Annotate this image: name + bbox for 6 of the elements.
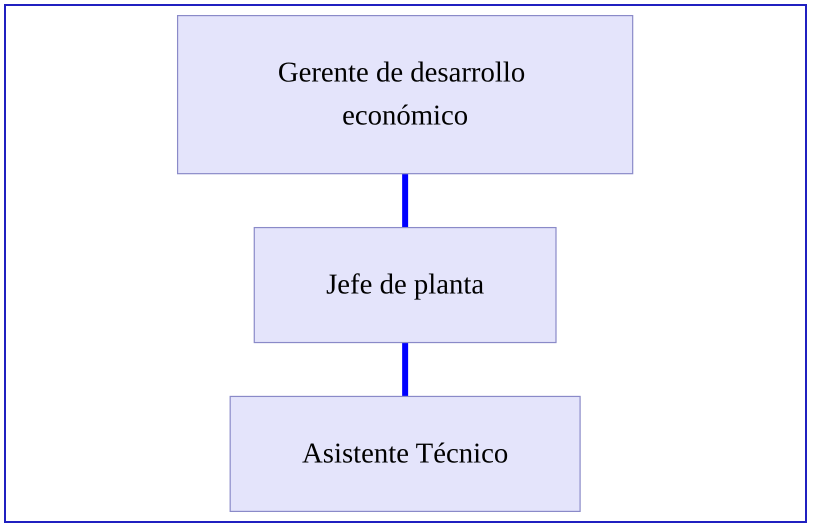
node-box xyxy=(254,226,557,344)
node-box xyxy=(230,396,582,512)
connector xyxy=(402,174,408,228)
node-box xyxy=(177,15,634,174)
connector xyxy=(402,342,408,396)
frame-border: Gerente de desarrollo económico Jefe de planta Asistente Técnico xyxy=(4,4,807,523)
